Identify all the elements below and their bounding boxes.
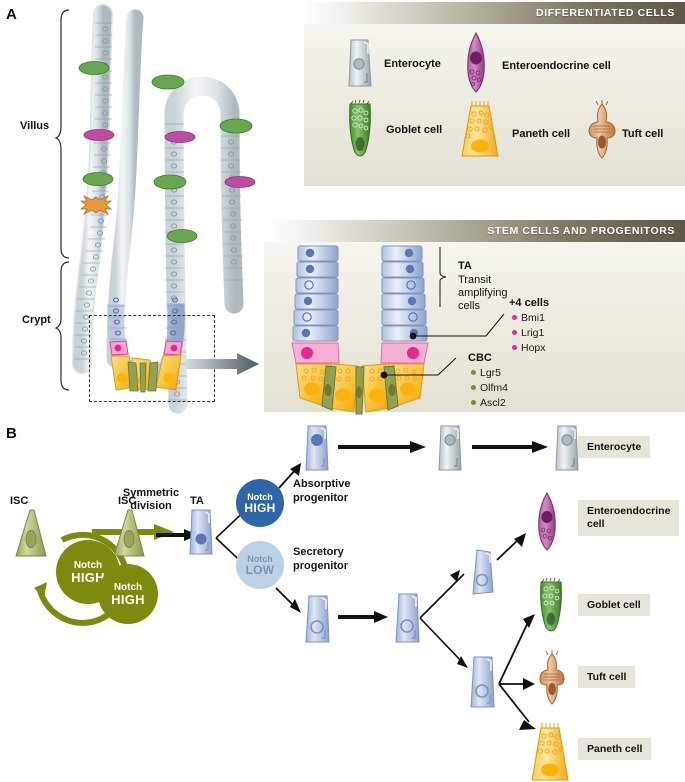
goblet-cell-icon (349, 99, 371, 157)
secretory-split-lines (419, 570, 468, 668)
outcome-paneth-tag: Paneth cell (578, 738, 652, 760)
goblet-outcome-icon (540, 577, 562, 632)
isc-label-1: ISC (10, 495, 29, 507)
ta-cells-right (381, 245, 428, 342)
intestinal-villus-crypt-illustration (72, 4, 256, 414)
ta-full-line1: Transit (458, 274, 492, 286)
cbc-marker-ascl2: Ascl2 (471, 396, 506, 411)
enteroendocrine-cell-icon (467, 31, 485, 93)
secretory-progenitor-cell-icon (305, 595, 330, 643)
cbc-bullet-icon (471, 369, 476, 375)
ta-label-panelb: TA (190, 495, 204, 507)
paneth-outcome-icon (531, 723, 569, 781)
differentiated-paneth-label: Paneth cell (512, 128, 571, 140)
absorptive-progenitor-line2: progenitor (293, 492, 348, 504)
plus4-marker-hopx: Hopx (512, 341, 546, 356)
isc-cell-1-icon (15, 509, 47, 557)
plus4-leader-line (409, 313, 505, 340)
secretory-precursor-icon-3 (470, 656, 495, 708)
enterocyte-cell-icon (348, 39, 372, 87)
ta-full-line2: amplifying (458, 287, 508, 299)
zoom-arrow-icon (185, 353, 259, 375)
crypt-structure (107, 297, 185, 393)
notch-low-to-secretory-arrow (275, 587, 301, 613)
outcome-enteroendocrine-tag: Enteroendocrine cell (578, 500, 680, 537)
absorptive-chain-arrow-1 (338, 441, 426, 453)
panel-a-letter: A (6, 6, 17, 23)
enteroendocrine-precursor-icon (472, 549, 494, 595)
maturing-enterocyte-icon-1 (438, 425, 462, 471)
plus4-title: +4 cells (509, 297, 550, 309)
plus4-bullet-icon (512, 329, 517, 335)
secretory-progenitor-line2: progenitor (293, 560, 348, 572)
symmetric-division-line1: Symmetric (122, 487, 180, 499)
ta-full-line3: cells (458, 300, 481, 312)
terminal-secretory-branch-lines (498, 614, 536, 730)
enteroendocrine-outcome-icon (538, 491, 556, 551)
tuft-cell-icon (588, 100, 616, 159)
differentiated-cells-header: DIFFERENTIATED CELLS (304, 2, 685, 24)
differentiated-enteroendocrine-label: Enteroendocrine cell (502, 60, 611, 72)
plus4-marker-lrig1: Lrig1 (512, 326, 544, 341)
villus-goblet-cells (78, 61, 253, 243)
absorptive-progenitor-cell-icon (305, 425, 329, 471)
ta-cells-left (292, 245, 339, 342)
mature-enterocyte-icon (555, 425, 579, 471)
cbc-title: CBC (468, 352, 492, 364)
ta-bracket (439, 247, 447, 307)
absorptive-progenitor-line1: Absorptive (293, 478, 351, 490)
notch-high-absorptive-badge: Notch HIGH (236, 479, 284, 527)
cbc-bullet-icon (471, 399, 476, 405)
to-enteroendocrine-arrow (496, 533, 526, 561)
secretory-progenitor-line1: Secretory (293, 546, 344, 558)
ta-abbrev-label: TA (458, 260, 472, 272)
ta-cell-icon (189, 509, 213, 555)
isc-to-ta-arrow (156, 529, 198, 541)
notch-high-to-absorptive-arrow (278, 463, 301, 489)
crypt-label: Crypt (22, 314, 51, 326)
absorptive-chain-arrow-2 (472, 441, 548, 453)
notch-high-isc2-badge: Notch HIGH (98, 564, 158, 624)
plus4-marker-bmi1: Bmi1 (512, 311, 545, 326)
villus-label: Villus (20, 120, 50, 132)
panel-b-letter: B (6, 425, 17, 442)
plus4-bullet-icon (512, 344, 517, 350)
notch-low-secretory-badge: Notch LOW (236, 541, 284, 589)
symmetric-division-line2: division (130, 500, 172, 512)
secretory-progenitor-cell-icon-2 (395, 593, 420, 643)
cbc-marker-lgr5: Lgr5 (471, 366, 501, 381)
paneth-cell-icon (461, 101, 499, 157)
isc-label-2: ISC (118, 495, 137, 507)
crypt-inset-dashed-box (89, 315, 215, 402)
outcome-tuft-tag: Tuft cell (578, 666, 636, 688)
stem-cells-header-label: STEM CELLS AND PROGENITORS (487, 225, 675, 237)
plus4-cells (291, 342, 429, 364)
differentiated-goblet-label: Goblet cell (386, 124, 443, 136)
tuft-outcome-icon (539, 650, 565, 705)
outcome-enterocyte-tag: Enterocyte (578, 436, 651, 458)
isc-cell-2-icon (113, 509, 145, 557)
cbc-leader-line (380, 357, 457, 379)
outcome-goblet-tag: Goblet cell (578, 594, 650, 616)
cbc-marker-olfm4: Olfm4 (471, 381, 508, 396)
secretory-chain-arrow-1 (338, 611, 388, 623)
cbc-bullet-icon (471, 384, 476, 390)
stem-cells-header: STEM CELLS AND PROGENITORS (264, 220, 685, 242)
villus-tuft-cell (79, 195, 113, 215)
villus-enteroendocrine-cells (83, 129, 256, 188)
differentiated-tuft-label: Tuft cell (622, 128, 664, 140)
differentiated-enterocyte-label: Enterocyte (384, 58, 441, 70)
villus-crypt-bracket (54, 9, 70, 391)
plus4-bullet-icon (512, 314, 517, 320)
differentiated-cells-header-label: DIFFERENTIATED CELLS (536, 7, 675, 19)
